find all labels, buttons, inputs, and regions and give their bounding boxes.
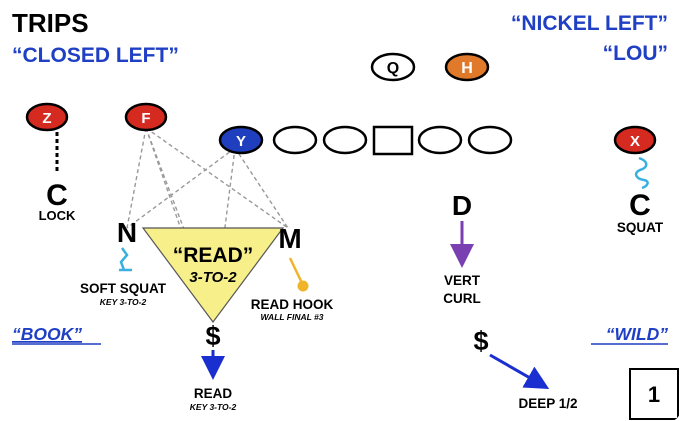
player-z-label: Z <box>42 110 51 127</box>
defender-safety-left-role: READ <box>194 386 233 401</box>
player-y-label: Y <box>236 133 246 150</box>
lineman-left-tackle <box>272 125 318 155</box>
safety-right-arrow <box>489 353 550 389</box>
formation-subtitle: “CLOSED LEFT” <box>12 44 179 67</box>
player-z: Z <box>25 102 69 132</box>
player-x-label: X <box>630 133 640 150</box>
defender-m-note: WALL FINAL #3 <box>261 312 324 322</box>
call-book: “BOOK” <box>12 324 82 344</box>
defender-n-role: SOFT SQUAT <box>80 281 167 296</box>
defender-c-left: C <box>46 179 68 212</box>
call-wild: “WILD” <box>606 324 668 344</box>
player-f: F <box>124 102 168 132</box>
soft-squat-squiggle <box>119 247 132 272</box>
defender-safety-left-note: KEY 3-TO-2 <box>190 402 237 412</box>
formation-title: TRIPS <box>12 8 89 38</box>
defender-d-role-1: VERT <box>444 273 481 288</box>
defender-c-left-role: LOCK <box>39 208 76 223</box>
defender-n: N <box>117 217 137 248</box>
defender-c-right: C <box>629 189 651 222</box>
read-triangle <box>141 227 285 324</box>
player-x: X <box>613 125 657 155</box>
defender-safety-left: $ <box>205 321 220 351</box>
player-q: Q <box>370 52 416 82</box>
player-q-label: Q <box>387 60 399 77</box>
lineman-right-tackle <box>467 125 513 155</box>
read-zone-sub: 3-TO-2 <box>189 269 237 286</box>
defender-c-right-role: SQUAT <box>617 220 664 235</box>
player-y: Y <box>218 125 264 155</box>
coverage-title: “NICKEL LEFT” <box>511 12 668 35</box>
coverage-subtitle: “LOU” <box>603 42 668 65</box>
read-hook-pin <box>297 280 309 292</box>
squat-squiggle <box>634 156 649 190</box>
player-h-label: H <box>461 60 473 77</box>
defender-safety-right-role: DEEP 1/2 <box>518 396 577 411</box>
defender-m: M <box>278 223 301 254</box>
read-hook-line <box>288 257 303 282</box>
defender-safety-right: $ <box>473 326 488 356</box>
defender-n-note: KEY 3-TO-2 <box>100 297 147 307</box>
player-f-label: F <box>141 110 150 127</box>
defender-d: D <box>452 190 472 221</box>
defender-m-role: READ HOOK <box>251 297 334 312</box>
player-h: H <box>444 52 490 82</box>
read-zone-title: “READ” <box>173 244 254 267</box>
offensive-line <box>272 125 513 156</box>
page-number: 1 <box>648 382 660 407</box>
lineman-right-guard <box>417 125 463 155</box>
defender-d-role-2: CURL <box>443 291 481 306</box>
lineman-center <box>372 125 414 156</box>
lineman-left-guard <box>322 125 368 155</box>
page-number-box <box>629 368 679 420</box>
